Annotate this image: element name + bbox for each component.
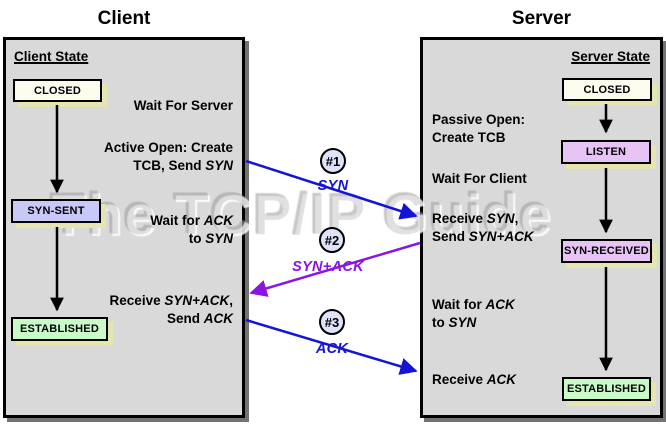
server-note-receive-syn: Receive SYN, Send SYN+ACK — [432, 210, 534, 246]
note-line: Wait for ACK — [432, 297, 515, 312]
server-note-receive-ack: Receive ACK — [432, 371, 516, 389]
server-state-syn-received: SYN-RECEIVED — [561, 239, 652, 263]
note-line: Wait For Client — [432, 171, 527, 186]
client-state-syn-sent: SYN-SENT — [11, 199, 101, 223]
message-1-badge: #1 — [320, 148, 346, 174]
client-state-heading: Client State — [14, 49, 89, 64]
note-line: Wait For Server — [133, 98, 233, 113]
message-2-label: SYN+ACK — [292, 259, 364, 275]
note-line: Create TCB — [432, 130, 506, 145]
server-note-passive-open: Passive Open: Create TCB — [432, 111, 525, 147]
client-note-wait-for-server: Wait For Server — [134, 97, 233, 115]
server-note-wait-for-client: Wait For Client — [432, 170, 527, 188]
note-line: Send ACK — [166, 311, 233, 326]
note-line: Receive SYN+ACK, — [109, 293, 233, 308]
note-line: to SYN — [188, 231, 233, 246]
server-title: Server — [511, 8, 572, 29]
client-note-receive-synack: Receive SYN+ACK, Send ACK — [110, 292, 233, 328]
client-state-established: ESTABLISHED — [11, 317, 108, 341]
server-state-established: ESTABLISHED — [562, 377, 651, 401]
client-title: Client — [97, 8, 151, 29]
server-state-listen: LISTEN — [561, 140, 651, 164]
note-line: Passive Open: — [432, 112, 526, 127]
client-note-active-open: Active Open: Create TCB, Send SYN — [104, 139, 233, 175]
note-line: to SYN — [432, 315, 477, 330]
note-line: Send SYN+ACK — [432, 229, 534, 244]
note-line: Active Open: Create — [103, 140, 233, 155]
server-state-heading: Server State — [571, 49, 650, 64]
client-state-closed: CLOSED — [13, 79, 102, 102]
server-note-wait-for-ack: Wait for ACK to SYN — [432, 296, 515, 332]
server-state-closed: CLOSED — [562, 78, 652, 101]
message-1-label: SYN — [317, 178, 349, 194]
client-note-wait-for-ack: Wait for ACK to SYN — [150, 212, 233, 248]
message-3-label: ACK — [315, 341, 349, 357]
message-3-badge: #3 — [319, 309, 345, 335]
note-line: Receive ACK — [432, 372, 517, 387]
note-line: Receive SYN, — [432, 211, 519, 226]
note-line: Wait for ACK — [150, 213, 233, 228]
message-2-badge: #2 — [319, 227, 345, 253]
note-line: TCB, Send SYN — [133, 158, 233, 173]
